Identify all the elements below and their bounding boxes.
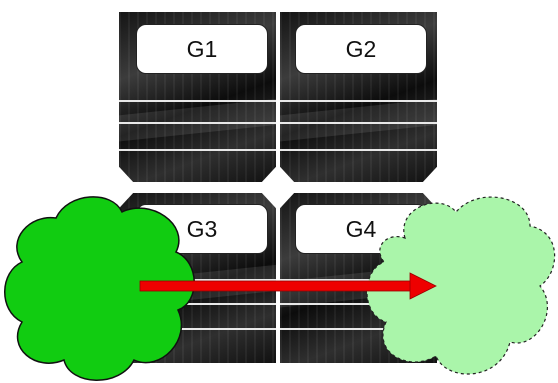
panel-label-g1: G1	[136, 24, 268, 74]
source-cloud	[4, 196, 195, 381]
panel-label-g2: G2	[295, 24, 427, 74]
transfer-arrow	[139, 272, 437, 300]
target-cloud	[366, 196, 556, 375]
